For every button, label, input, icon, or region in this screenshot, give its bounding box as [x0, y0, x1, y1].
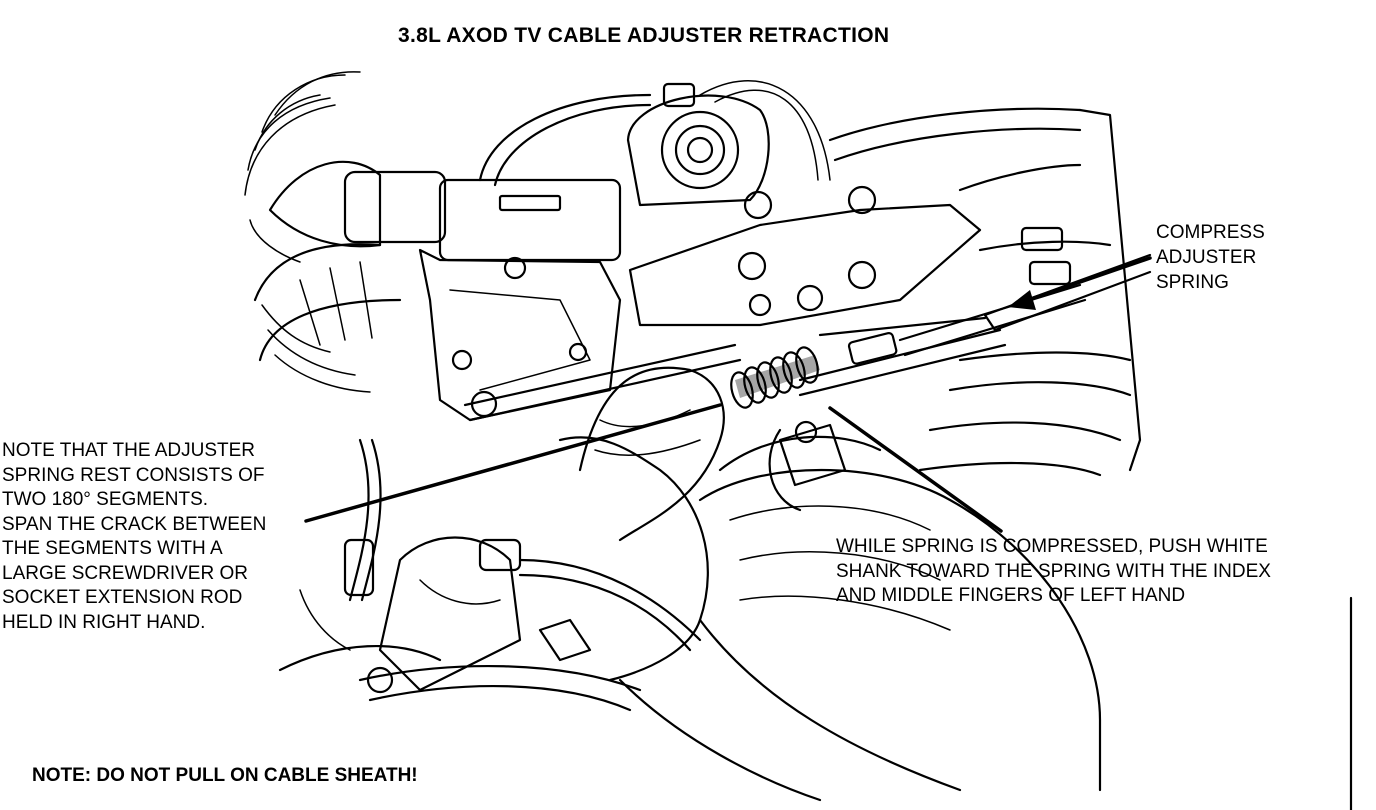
- intake-runners: [828, 107, 1142, 477]
- compress-arrow-head: [1008, 290, 1036, 310]
- adjuster-spring: [730, 346, 820, 409]
- callout-line: ADJUSTER: [1156, 247, 1257, 268]
- air-intake-hose: [244, 71, 402, 393]
- callout-line: NOTE THAT THE ADJUSTER: [2, 440, 256, 461]
- footer-warning-note: NOTE: DO NOT PULL ON CABLE SHEATH!: [32, 765, 418, 786]
- while-pointer-line: [828, 406, 1003, 533]
- callout-line: SHANK TOWARD THE SPRING WITH THE INDEX: [836, 560, 1271, 582]
- callout-line: TWO 180° SEGMENTS.: [2, 489, 209, 510]
- callout-line: THE SEGMENTS WITH A: [2, 538, 223, 559]
- tv-cable: [463, 283, 1087, 422]
- callout-line: WHILE SPRING IS COMPRESSED, PUSH WHITE: [836, 536, 1268, 557]
- callout-line: AND MIDDLE FINGERS OF LEFT HAND: [836, 585, 1186, 606]
- callout-line: COMPRESS: [1156, 222, 1265, 243]
- callout-line: HELD IN RIGHT HAND.: [2, 611, 206, 633]
- round-sensor: [626, 82, 770, 207]
- compress-spring-callout: COMPRESS ADJUSTER SPRING: [1156, 220, 1265, 295]
- push-shank-callout: WHILE SPRING IS COMPRESSED, PUSH WHITE S…: [836, 535, 1271, 609]
- callout-line: SPAN THE CRACK BETWEEN: [2, 513, 267, 535]
- throttle-body: [343, 170, 622, 422]
- hands: [558, 366, 1102, 802]
- vacuum-lines: [478, 80, 831, 187]
- spring-rest-note-callout: NOTE THAT THE ADJUSTER SPRING REST CONSI…: [2, 439, 266, 635]
- lower-wiring: [278, 438, 702, 712]
- page-title: 3.8L AXOD TV CABLE ADJUSTER RETRACTION: [398, 24, 890, 47]
- note-pointer-line: [304, 403, 722, 523]
- pointer-lines: [304, 256, 1152, 533]
- compress-arrow-shaft: [1020, 256, 1152, 304]
- callout-line: SOCKET EXTENSION ROD: [2, 587, 243, 608]
- screwdriver-rod: [818, 253, 1152, 337]
- callout-line: SPRING REST CONSISTS OF: [2, 464, 265, 486]
- callout-line: LARGE SCREWDRIVER OR: [2, 562, 248, 584]
- manifold-bolts: [628, 185, 982, 327]
- callout-line: SPRING: [1156, 272, 1229, 293]
